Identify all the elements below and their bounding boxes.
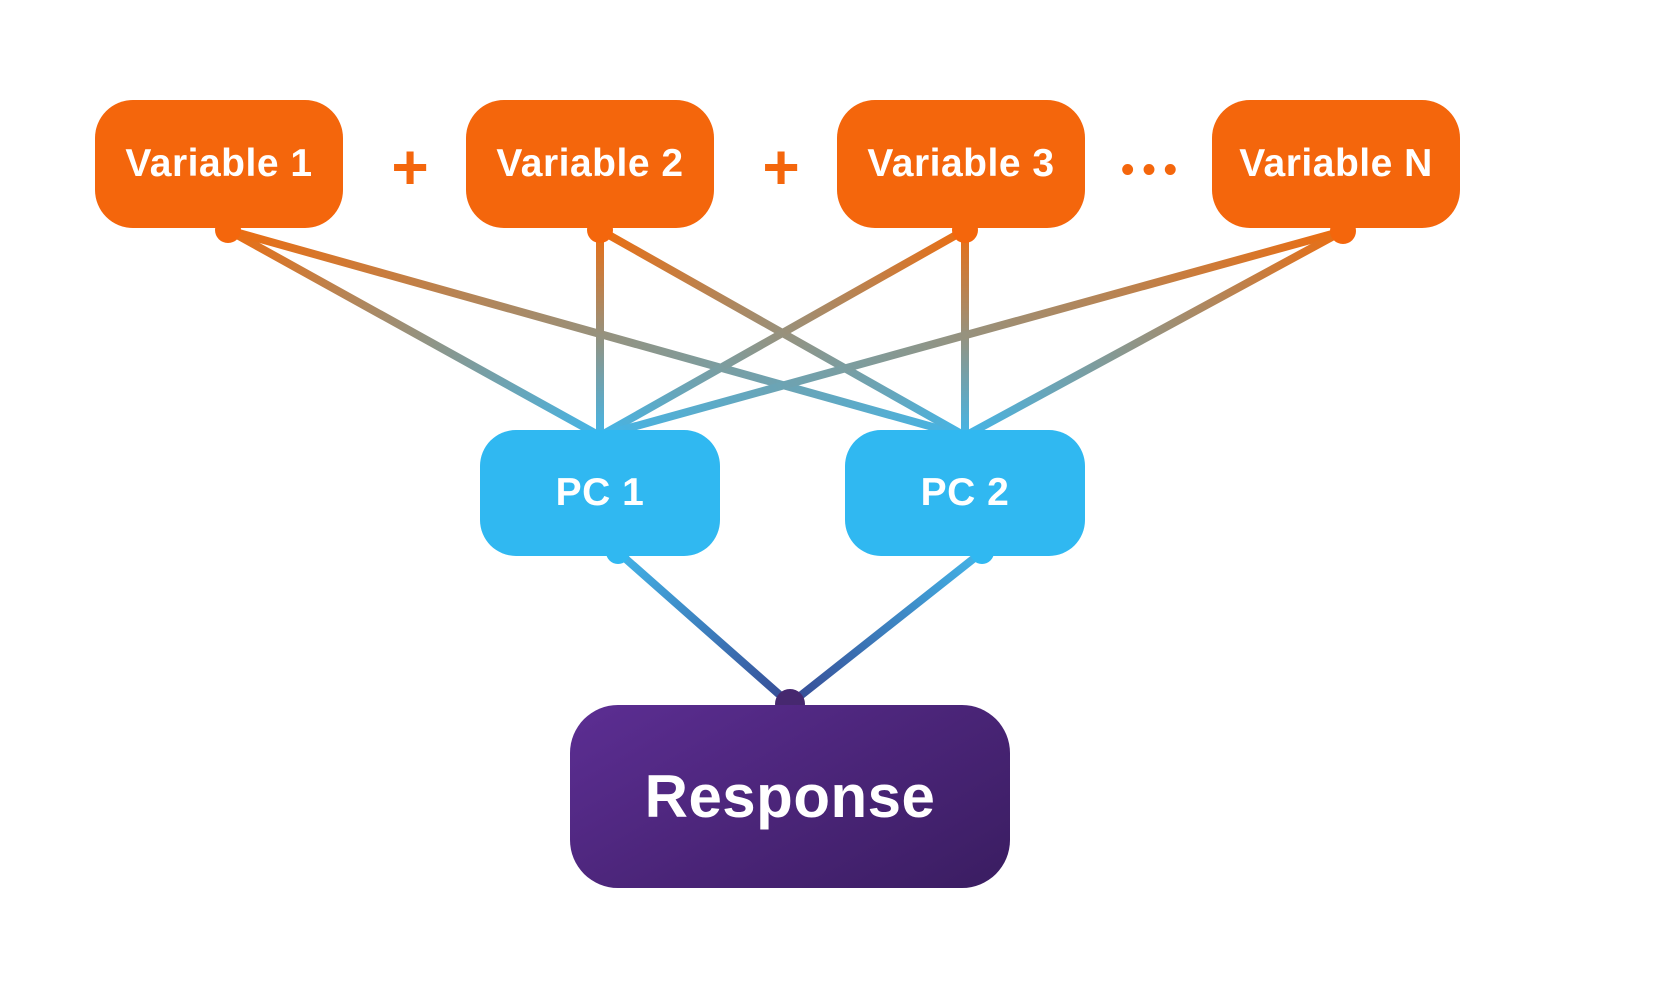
node-variable-n-label: Variable N	[1239, 142, 1433, 185]
node-variable-1: Variable 1	[95, 100, 343, 228]
node-variable-2: Variable 2	[466, 100, 714, 228]
node-variable-3: Variable 3	[837, 100, 1085, 228]
plus-operator-1: +	[391, 131, 429, 203]
node-variable-n: Variable N	[1212, 100, 1460, 228]
edge-pc1-response	[614, 548, 794, 708]
node-variable-3-label: Variable 3	[867, 142, 1055, 185]
node-pc-2: PC 2	[845, 430, 1085, 556]
node-pc-1: PC 1	[480, 430, 720, 556]
node-response-label: Response	[644, 763, 936, 830]
edge-varN-pc2	[961, 227, 1347, 440]
node-variable-1-label: Variable 1	[125, 142, 313, 185]
node-pc-1-label: PC 1	[555, 471, 645, 514]
edge-pc2-response	[786, 548, 986, 708]
edge-var1-pc1	[224, 226, 604, 440]
node-response: Response	[570, 705, 1010, 888]
node-pc-2-label: PC 2	[920, 471, 1010, 514]
node-variable-2-label: Variable 2	[496, 142, 684, 185]
edge-varN-pc1	[596, 227, 1347, 440]
plus-operator-2: +	[762, 131, 800, 203]
ellipsis-operator: •••	[1121, 149, 1185, 191]
edge-var3-pc1	[596, 226, 969, 440]
